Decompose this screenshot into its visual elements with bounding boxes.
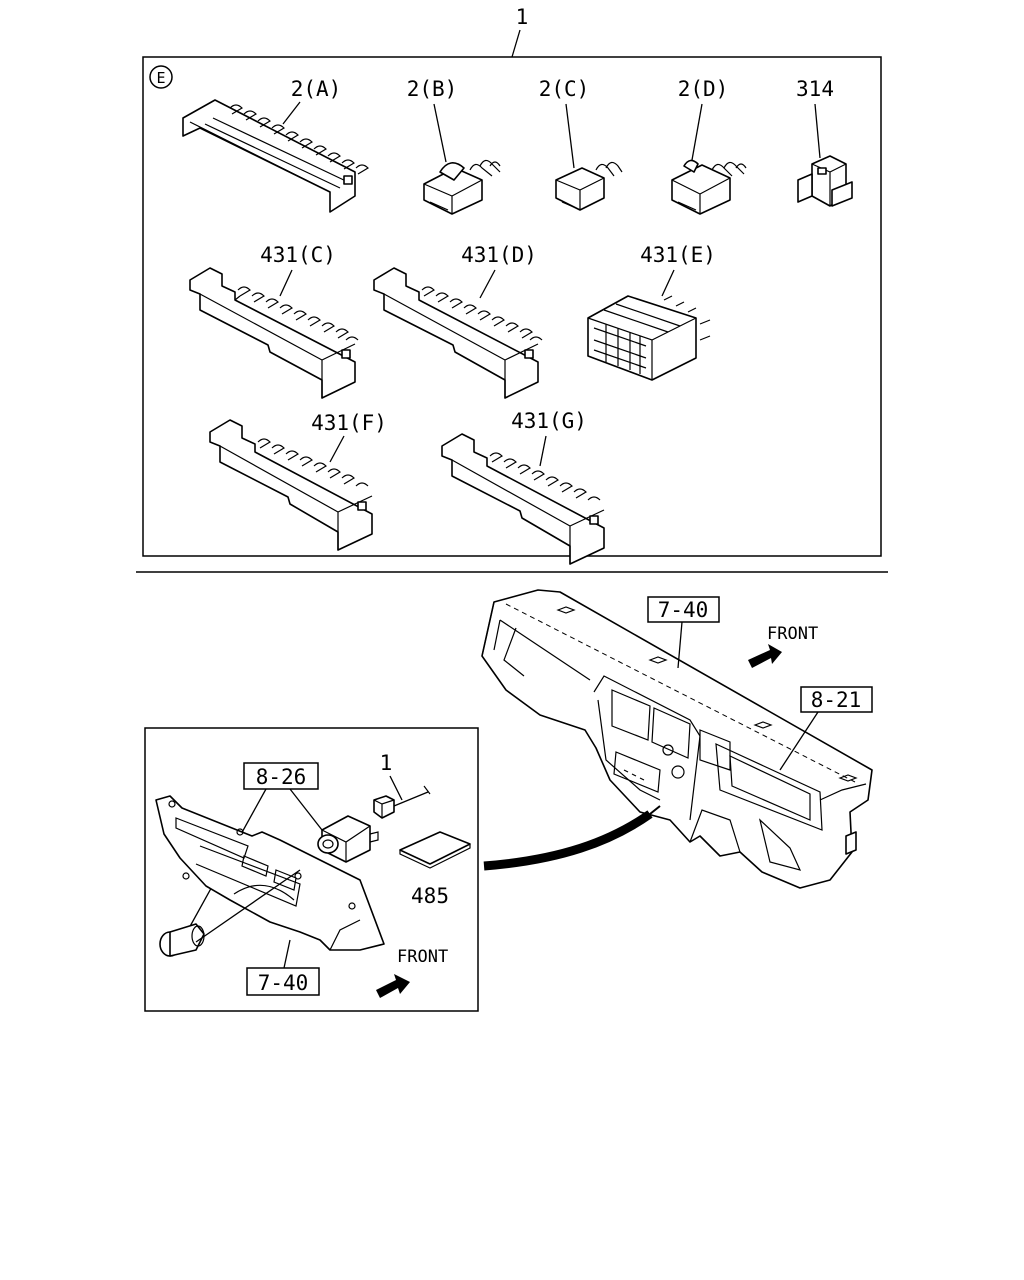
dashboard-illustration [481,589,873,889]
label-314: 314 [796,77,834,101]
front-arrow-main-icon [748,644,782,668]
label-431f: 431(F) [311,411,387,435]
label-2d: 2(D) [678,77,729,101]
connector-431c [189,267,359,399]
leader-314 [814,103,821,159]
svg-text:7-40: 7-40 [258,971,309,995]
label-431d: 431(D) [461,243,537,267]
front-label-inset: FRONT [397,947,448,967]
label-2c: 2(C) [539,77,590,101]
leader-2a [282,101,301,125]
label-2b: 2(B) [407,77,458,101]
top-callout-leader [511,29,521,58]
leader-knob-to-switch [195,869,301,943]
label-431e: 431(E) [640,243,716,267]
leader-431c [279,269,293,297]
leader-2b [433,103,447,163]
svg-text:8-21: 8-21 [811,688,862,712]
label-2a: 2(A) [291,77,342,101]
svg-text:8-26: 8-26 [256,765,307,789]
label-431g: 431(G) [511,409,587,433]
inset-callout-485: 485 [411,884,449,908]
kit-frame [142,56,882,557]
leader-inset-1 [389,775,403,801]
knob-illustration [159,923,205,957]
leader-7-40-inset [283,939,291,969]
kit-marker-e: E [149,65,173,89]
front-label-main: FRONT [767,624,818,644]
ref-box-8-26: 8-26 [243,762,319,790]
leader-8-21 [779,711,819,771]
connector-431g [441,433,605,565]
panel-illustration [155,795,385,951]
svg-text:E: E [156,69,165,87]
connector-314 [797,155,853,207]
switch-8-26-illustration [317,815,379,863]
leader-431d [479,269,496,299]
connector-431e [587,295,711,381]
leader-2d [691,103,703,161]
terminal-kit-1-illustration [373,785,431,819]
leader-8-26-b [289,788,323,831]
connector-431d [373,267,543,399]
connector-2b [423,159,501,215]
leader-431g [539,435,547,467]
ref-box-8-21: 8-21 [800,686,873,713]
svg-text:7-40: 7-40 [658,598,709,622]
ref-box-7-40-inset: 7-40 [246,967,320,996]
front-arrow-inset-icon [376,974,410,998]
leader-431f [329,435,345,463]
leader-7-40-main [677,621,683,669]
leader-431e [661,269,675,297]
inset-frame [144,727,479,1012]
label-sheet-485-illustration [399,831,471,869]
inset-callout-1: 1 [380,751,393,775]
connector-2d [671,159,747,215]
top-callout-number: 1 [516,5,529,29]
connector-2c [555,161,623,211]
connector-431f [209,419,373,551]
label-431c: 431(C) [260,243,336,267]
leader-2c [565,103,575,169]
connector-2a [182,99,369,213]
ref-box-7-40-main: 7-40 [647,596,720,623]
link-arrow [483,810,653,871]
